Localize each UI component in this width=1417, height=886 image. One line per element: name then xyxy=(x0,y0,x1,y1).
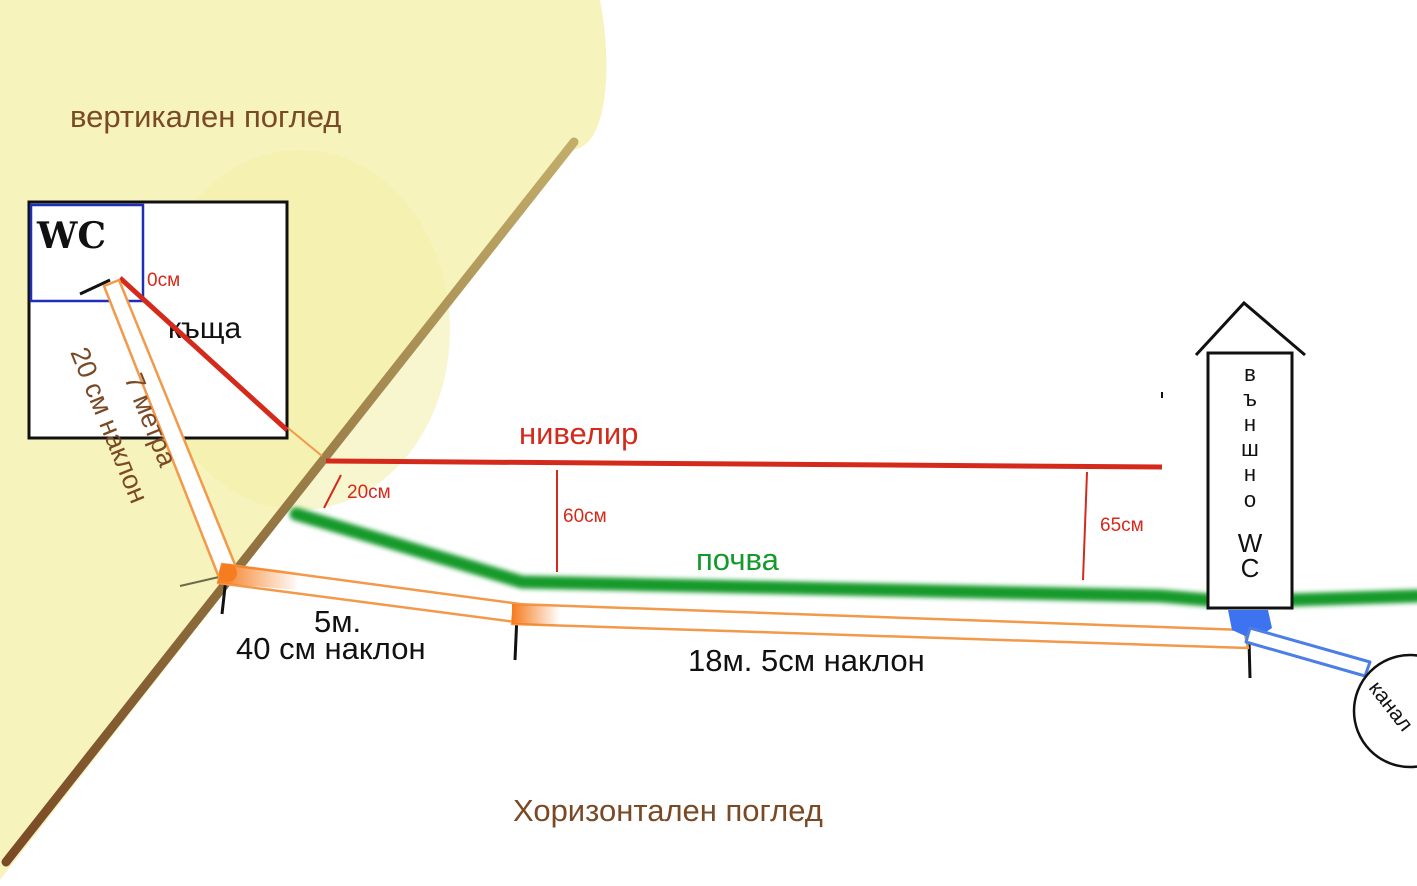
outhouse-letter: ъ xyxy=(1243,386,1257,411)
segment-1-slope: 40 см наклон xyxy=(236,631,426,666)
pipe-joint-mid xyxy=(512,604,560,626)
outhouse-letter: о xyxy=(1244,487,1256,512)
pipe-joint-wall xyxy=(218,564,300,590)
pipe-joint-wall-dot xyxy=(219,564,237,582)
outhouse-letter: в xyxy=(1244,361,1256,386)
soil-line xyxy=(289,507,1417,607)
offset-marker-20 xyxy=(323,474,342,509)
level-line xyxy=(325,458,1163,470)
outhouse-letter: н xyxy=(1244,411,1256,436)
house-label: къща xyxy=(168,312,242,345)
outhouse-wc-letter: W xyxy=(1238,528,1263,558)
pipe-tick-house xyxy=(79,278,111,296)
outhouse-wc-letter: C xyxy=(1241,553,1260,583)
house-level-line xyxy=(118,276,289,432)
pipe-segment-18m xyxy=(510,602,1250,650)
offset-label-65: 65см xyxy=(1100,515,1144,536)
side-view-title: Хоризонтален поглед xyxy=(513,793,823,828)
top-view-title: вертикален поглед xyxy=(70,99,341,134)
boundary-wall xyxy=(1,137,579,867)
outhouse-body xyxy=(1206,351,1294,610)
soil-label: почва xyxy=(696,542,780,577)
start-height-label: 0см xyxy=(147,270,180,291)
outhouse-label: в ъ н ш н о W C xyxy=(1238,361,1263,583)
segment-2-label: 18м. 5см наклон xyxy=(688,643,925,678)
level-label: нивелир xyxy=(519,416,638,451)
offset-label-20: 20см xyxy=(347,482,391,503)
sewer-circle xyxy=(1352,653,1417,769)
offset-marker-65 xyxy=(1082,471,1088,581)
wc-room-outline xyxy=(29,203,145,303)
pipe-connector xyxy=(287,427,323,457)
wc-sign: WC xyxy=(36,215,106,257)
outhouse-letter: ш xyxy=(1241,436,1259,461)
outflow-pipe xyxy=(1244,626,1372,678)
outhouse-roof xyxy=(1194,300,1306,357)
pipe-tick-end xyxy=(1247,639,1252,679)
segment-1-length: 5м. xyxy=(314,604,361,639)
outhouse-letter: н xyxy=(1244,461,1256,486)
offset-label-60: 60см xyxy=(563,506,607,527)
